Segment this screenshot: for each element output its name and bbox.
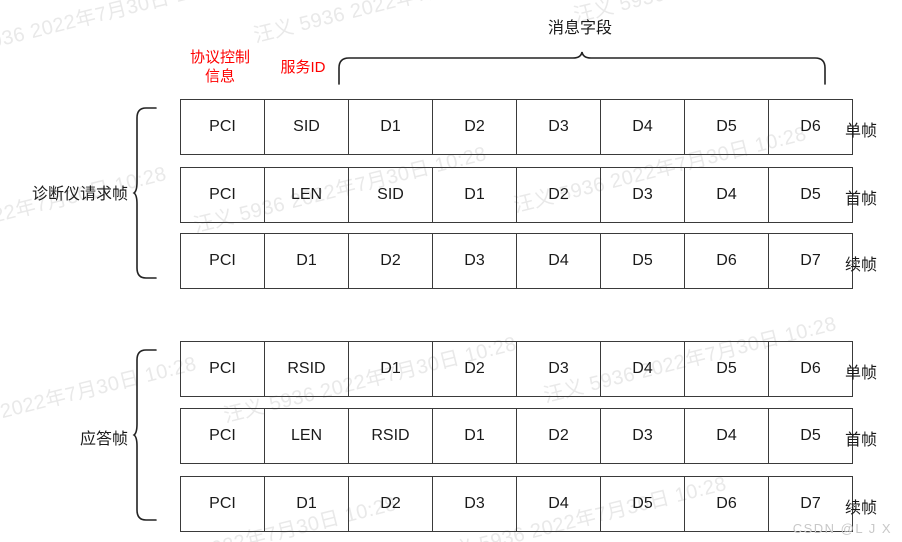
cell: D3 (432, 476, 517, 532)
request-frame-row-single: PCI SID D1 D2 D3 D4 D5 D6 (180, 99, 853, 155)
row-type-label-first: 首帧 (845, 191, 878, 208)
cell: D1 (432, 408, 517, 464)
cell: PCI (180, 341, 265, 397)
response-group-brace-icon (132, 349, 157, 521)
cell: D1 (348, 341, 433, 397)
cell: D2 (432, 99, 517, 155)
cell: D3 (516, 341, 601, 397)
table-row: PCI SID D1 D2 D3 D4 D5 D6 (180, 99, 853, 155)
sid-field-label: 服务ID (280, 59, 326, 76)
cell: D5 (600, 233, 685, 289)
cell: D4 (684, 167, 769, 223)
cell: D7 (768, 476, 853, 532)
cell: D3 (600, 167, 685, 223)
table-row: PCI RSID D1 D2 D3 D4 D5 D6 (180, 341, 853, 397)
cell: RSID (264, 341, 349, 397)
table-row: PCI D1 D2 D3 D4 D5 D6 D7 (180, 476, 853, 532)
cell: PCI (180, 408, 265, 464)
group-label-response: 应答帧 (79, 431, 128, 448)
pci-field-label: 协议控制 信息 (189, 49, 250, 85)
cell: D1 (264, 476, 349, 532)
row-type-label-single: 单帧 (845, 365, 878, 382)
cell: LEN (264, 167, 349, 223)
cell: LEN (264, 408, 349, 464)
cell: D5 (600, 476, 685, 532)
request-frame-row-first: PCI LEN SID D1 D2 D3 D4 D5 (180, 167, 853, 223)
response-frame-row-single: PCI RSID D1 D2 D3 D4 D5 D6 (180, 341, 853, 397)
cell: PCI (180, 167, 265, 223)
cell: SID (264, 99, 349, 155)
cell: D2 (348, 476, 433, 532)
cell: D2 (516, 408, 601, 464)
cell: SID (348, 167, 433, 223)
row-type-label-single: 单帧 (845, 123, 878, 140)
cell: D4 (516, 476, 601, 532)
cell: PCI (180, 233, 265, 289)
row-type-label-consecutive: 续帧 (845, 500, 878, 517)
response-frame-row-consecutive: PCI D1 D2 D3 D4 D5 D6 D7 (180, 476, 853, 532)
cell: D3 (432, 233, 517, 289)
cell: PCI (180, 476, 265, 532)
request-frame-row-consecutive: PCI D1 D2 D3 D4 D5 D6 D7 (180, 233, 853, 289)
cell: D5 (684, 341, 769, 397)
message-field-label: 消息字段 (548, 20, 613, 37)
cell: D2 (432, 341, 517, 397)
cell: D2 (516, 167, 601, 223)
cell: D5 (768, 408, 853, 464)
cell: D4 (600, 99, 685, 155)
row-type-label-first: 首帧 (845, 432, 878, 449)
csdn-watermark: CSDN @L J X (792, 521, 892, 536)
cell: PCI (180, 99, 265, 155)
message-field-brace-icon (338, 51, 826, 85)
cell: D6 (768, 99, 853, 155)
cell: D4 (600, 341, 685, 397)
cell: D5 (768, 167, 853, 223)
cell: D1 (432, 167, 517, 223)
cell: D7 (768, 233, 853, 289)
cell: D4 (684, 408, 769, 464)
table-row: PCI LEN SID D1 D2 D3 D4 D5 (180, 167, 853, 223)
request-group-brace-icon (132, 107, 157, 279)
cell: D6 (768, 341, 853, 397)
cell: D2 (348, 233, 433, 289)
cell: D1 (264, 233, 349, 289)
row-type-label-consecutive: 续帧 (845, 257, 878, 274)
cell: D4 (516, 233, 601, 289)
cell: D3 (516, 99, 601, 155)
table-row: PCI LEN RSID D1 D2 D3 D4 D5 (180, 408, 853, 464)
cell: D6 (684, 476, 769, 532)
cell: D1 (348, 99, 433, 155)
cell: D5 (684, 99, 769, 155)
table-row: PCI D1 D2 D3 D4 D5 D6 D7 (180, 233, 853, 289)
cell: D6 (684, 233, 769, 289)
group-label-request: 诊断仪请求帧 (31, 186, 128, 203)
response-frame-row-first: PCI LEN RSID D1 D2 D3 D4 D5 (180, 408, 853, 464)
cell: RSID (348, 408, 433, 464)
cell: D3 (600, 408, 685, 464)
